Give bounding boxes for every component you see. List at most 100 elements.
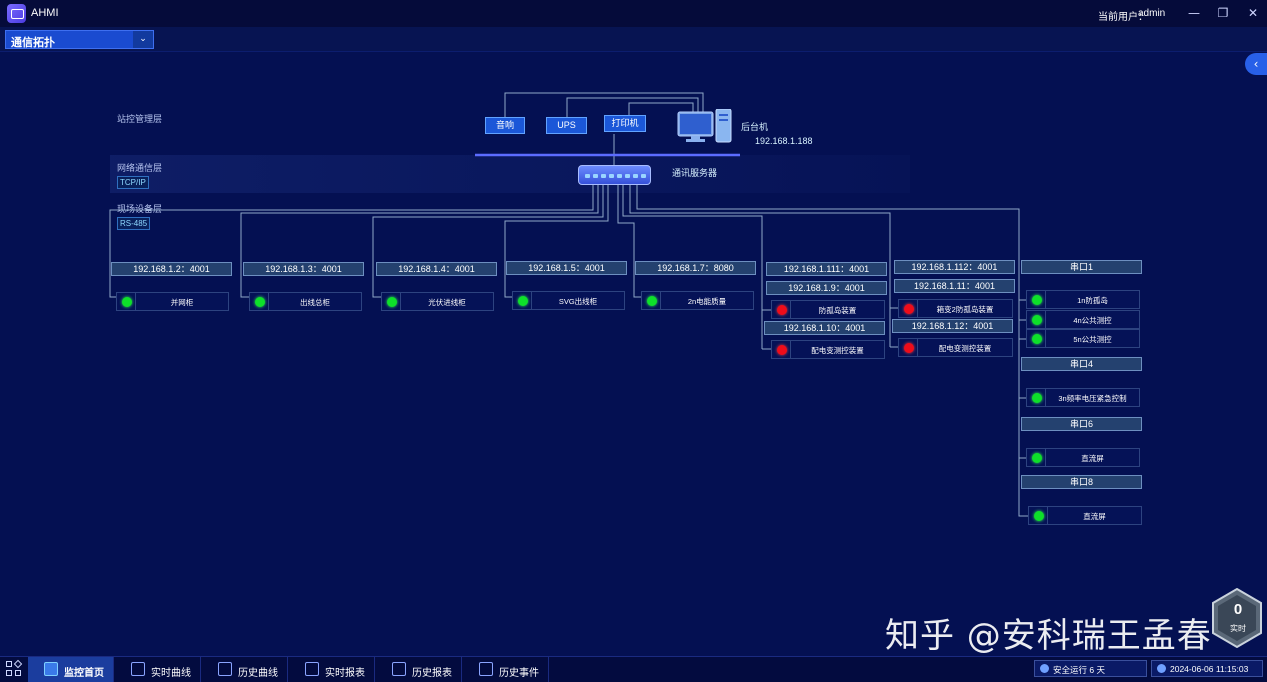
audio-device-button[interactable]: 音响 [485, 117, 525, 134]
status-indicator-icon [1032, 393, 1042, 403]
device-ip-box: 192.168.1.10：4001 [764, 321, 885, 335]
datetime-text: 2024-06-06 11:15:03 [1170, 664, 1249, 674]
home-icon [44, 662, 58, 676]
device-row[interactable]: 配电变测控装置 [898, 338, 1013, 357]
side-panel-toggle-button[interactable]: ‹ [1245, 53, 1267, 75]
device-ip-box: 192.168.1.2：4001 [111, 262, 232, 276]
datetime-status: 2024-06-06 11:15:03 [1151, 660, 1263, 677]
device-ip-box: 192.168.1.112：4001 [894, 260, 1015, 274]
gauge-label: 实时 [1230, 624, 1246, 633]
uptime-text: 安全运行 6 天 [1053, 665, 1105, 675]
device-name: 直流屏 [1083, 512, 1106, 521]
device-row[interactable]: 4n公共测控 [1026, 310, 1140, 329]
status-indicator-icon [904, 343, 914, 353]
event-icon [479, 662, 493, 676]
status-indicator-icon [255, 297, 265, 307]
view-select-value: 通信拓扑 [11, 37, 55, 49]
network-protocol-badge: TCP/IP [117, 176, 149, 189]
device-ip-box: 192.168.1.12：4001 [892, 319, 1013, 333]
network-layer-band [110, 155, 910, 193]
watermark-text: 知乎 @安科瑞王孟春 [885, 616, 1212, 656]
tab-history-report[interactable]: 历史报表 [376, 657, 462, 682]
serial-port-header: 串口4 [1021, 357, 1142, 371]
gauge-value: 0 [1233, 601, 1243, 618]
device-name: 出线总柜 [300, 298, 330, 307]
tab-monitor-home[interactable]: 监控首页 [28, 657, 114, 682]
device-name: 箱变2防孤岛装置 [936, 305, 994, 314]
minimize-button[interactable]: — [1188, 6, 1200, 20]
status-indicator-icon [1032, 315, 1042, 325]
status-indicator-icon [1034, 511, 1044, 521]
trend-chart-icon [218, 662, 232, 676]
view-toolbar [0, 27, 1267, 52]
status-indicator-icon [777, 305, 787, 315]
status-indicator-icon [122, 297, 132, 307]
history-report-icon [392, 662, 406, 676]
device-row[interactable]: 配电变测控装置 [771, 340, 885, 359]
view-select-dropdown[interactable]: 通信拓扑 ⌄ [5, 30, 154, 49]
device-row[interactable]: 箱变2防孤岛装置 [898, 299, 1013, 318]
title-bar: AHMI 当前用户： admin — ❐ ✕ [0, 0, 1267, 27]
tab-label: 监控首页 [64, 668, 104, 679]
status-indicator-icon [1032, 453, 1042, 463]
host-ip: 192.168.1.188 [755, 136, 813, 146]
device-name: 1n防孤岛 [1077, 296, 1108, 305]
chevron-down-icon[interactable]: ⌄ [133, 31, 153, 48]
serial-port-header: 串口1 [1021, 260, 1142, 274]
status-indicator-icon [1032, 334, 1042, 344]
device-name: 5n公共测控 [1073, 335, 1112, 344]
app-title: AHMI [31, 7, 59, 19]
device-row[interactable]: 光伏进线柜 [381, 292, 494, 311]
device-row[interactable]: 防孤岛装置 [771, 300, 885, 319]
field-protocol-badge: RS-485 [117, 217, 151, 230]
station-layer-label: 站控管理层 [117, 114, 163, 124]
ups-device-button[interactable]: UPS [546, 117, 587, 134]
device-ip-box: 192.168.1.4：4001 [376, 262, 497, 276]
device-row[interactable]: 3n频率电压紧急控制 [1026, 388, 1140, 407]
printer-device-button[interactable]: 打印机 [604, 115, 646, 132]
tab-label: 历史曲线 [238, 668, 278, 679]
device-ip-box: 192.168.1.5：4001 [506, 261, 627, 275]
device-row[interactable]: 并网柜 [116, 292, 229, 311]
field-layer-label: 现场设备层 [117, 204, 163, 214]
device-row[interactable]: 2n电能质量 [641, 291, 754, 310]
device-row[interactable]: 1n防孤岛 [1026, 290, 1140, 309]
shield-icon [1040, 664, 1049, 673]
device-row[interactable]: SVG出线柜 [512, 291, 625, 310]
status-indicator-icon [904, 304, 914, 314]
tab-realtime-curve[interactable]: 实时曲线 [115, 657, 201, 682]
apps-grid-icon[interactable] [6, 659, 23, 677]
device-row[interactable]: 直流屏 [1026, 448, 1140, 467]
realtime-alarm-gauge-icon[interactable] [1211, 588, 1263, 648]
current-user-name: admin [1138, 8, 1166, 19]
device-name: 直流屏 [1081, 454, 1104, 463]
device-name: 光伏进线柜 [428, 298, 466, 307]
device-name: SVG出线柜 [558, 297, 598, 306]
tab-label: 历史事件 [499, 668, 539, 679]
status-indicator-icon [647, 296, 657, 306]
status-indicator-icon [518, 296, 528, 306]
device-name: 配电变测控装置 [938, 344, 992, 353]
tab-realtime-report[interactable]: 实时报表 [289, 657, 375, 682]
device-ip-box: 192.168.1.7：8080 [635, 261, 756, 275]
close-button[interactable]: ✕ [1247, 6, 1259, 20]
device-row[interactable]: 直流屏 [1028, 506, 1142, 525]
device-row[interactable]: 5n公共测控 [1026, 329, 1140, 348]
network-layer-label: 网络通信层 [117, 163, 163, 173]
device-ip-box: 192.168.1.111：4001 [766, 262, 887, 276]
device-name: 3n频率电压紧急控制 [1058, 394, 1127, 403]
device-row[interactable]: 出线总柜 [249, 292, 362, 311]
tab-history-events[interactable]: 历史事件 [463, 657, 549, 682]
tab-label: 实时报表 [325, 668, 365, 679]
device-ip-box: 192.168.1.9：4001 [766, 281, 887, 295]
device-name: 并网柜 [170, 298, 194, 307]
device-name: 2n电能质量 [687, 297, 727, 306]
tab-label: 历史报表 [412, 668, 452, 679]
comm-server-switch-icon[interactable] [578, 165, 651, 185]
restore-button[interactable]: ❐ [1217, 6, 1229, 20]
tab-history-curve[interactable]: 历史曲线 [202, 657, 288, 682]
tab-label: 实时曲线 [151, 668, 191, 679]
device-name: 配电变测控装置 [811, 346, 864, 355]
host-computer-icon[interactable] [676, 109, 734, 143]
